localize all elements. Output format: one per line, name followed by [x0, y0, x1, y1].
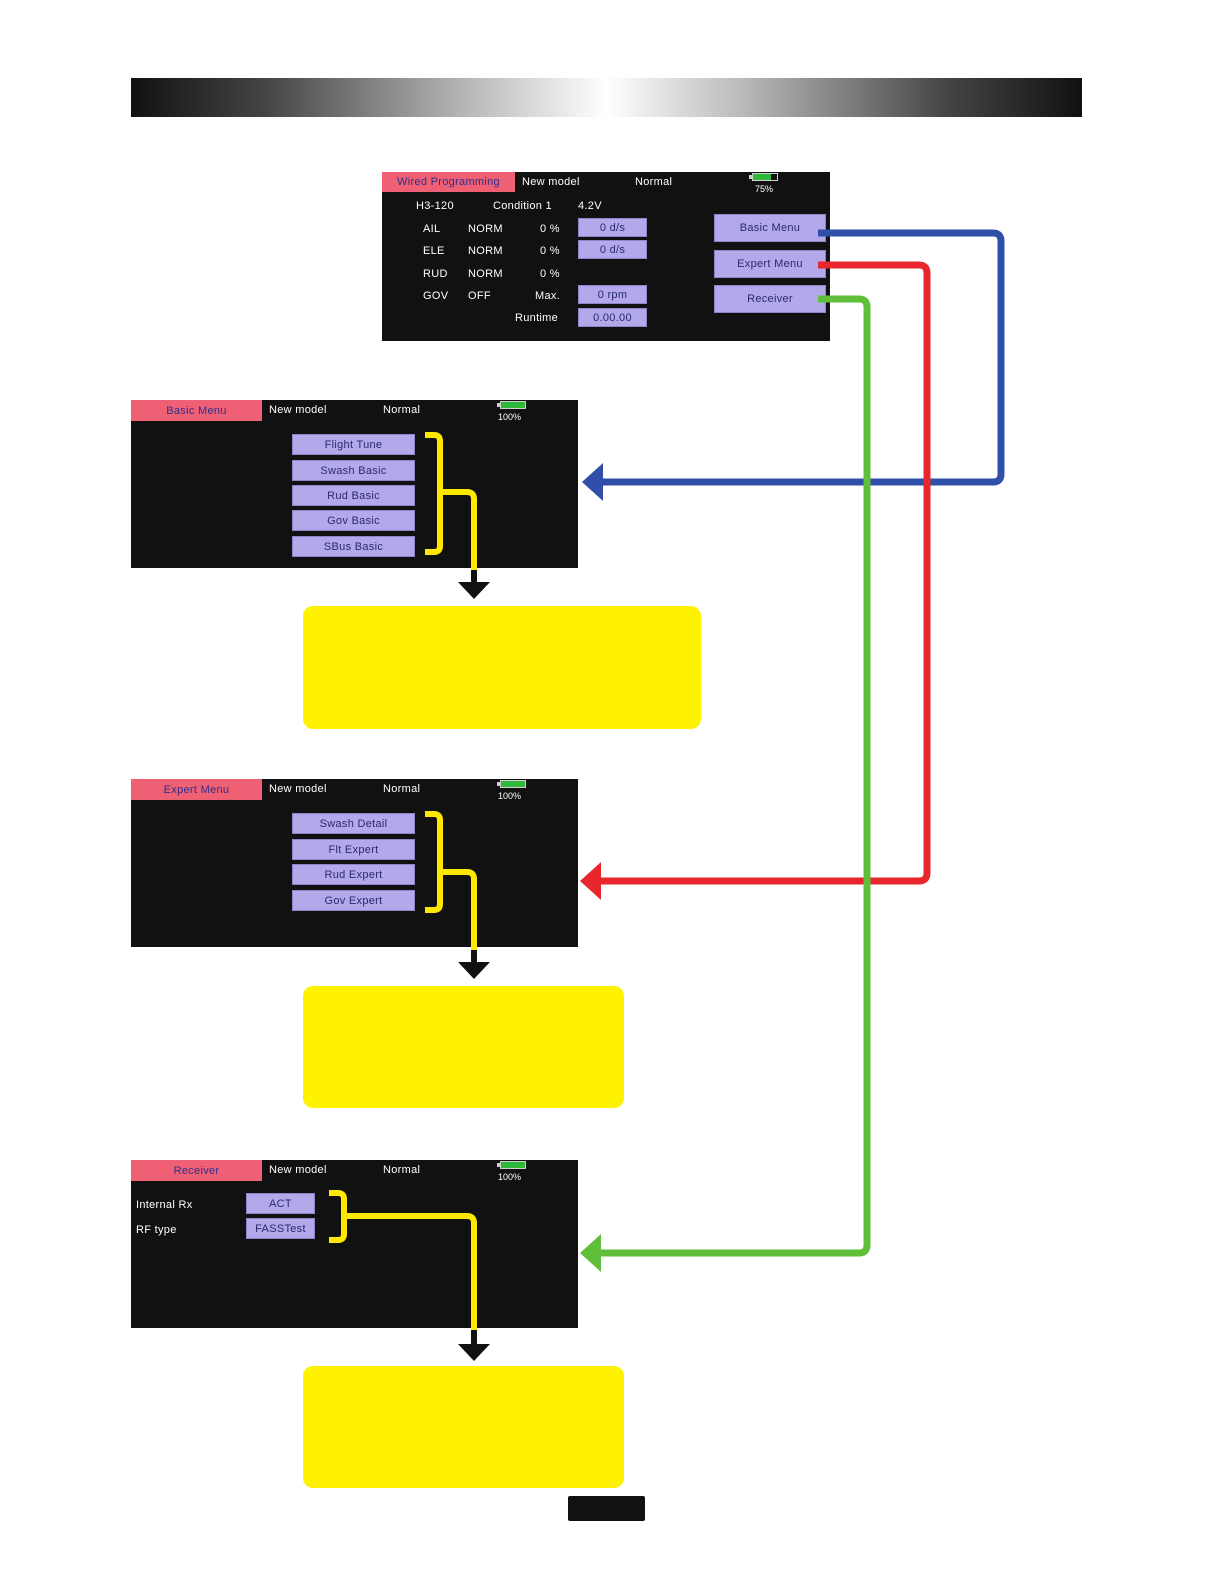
gov-label: GOV	[423, 290, 449, 302]
gov-max-label: Max.	[535, 290, 561, 302]
channel-status-rud: NORM	[468, 268, 503, 280]
channel-label-rud: RUD	[423, 268, 448, 280]
battery-icon	[749, 173, 778, 181]
page-title: Receiver	[131, 1160, 262, 1181]
basic-menu-bracket	[425, 432, 477, 578]
flight-mode: Normal	[383, 783, 421, 795]
battery-icon	[497, 401, 526, 409]
flight-mode: Normal	[383, 404, 421, 416]
flt-expert-button[interactable]: Flt Expert	[292, 839, 415, 860]
channel-status-ail: NORM	[468, 223, 503, 235]
battery-level: 100%	[498, 412, 522, 422]
model-name: New model	[269, 1164, 327, 1176]
gov-expert-button[interactable]: Gov Expert	[292, 890, 415, 911]
receiver-down-arrow	[458, 1330, 490, 1361]
basic-menu-arrowhead	[582, 463, 603, 501]
condition-label: Condition 1	[493, 200, 552, 212]
runtime-display[interactable]: 0.00.00	[578, 308, 647, 327]
basic-menu-down-arrow	[458, 570, 490, 599]
flight-mode: Normal	[383, 1164, 421, 1176]
swash-basic-button[interactable]: Swash Basic	[292, 460, 415, 481]
expert-menu-note-box	[303, 986, 624, 1108]
page-title: Wired Programming	[382, 172, 515, 192]
rud-basic-button[interactable]: Rud Basic	[292, 485, 415, 506]
expert-menu-bracket	[425, 811, 477, 958]
ele-rate-display[interactable]: 0 d/s	[578, 240, 647, 259]
rud-expert-button[interactable]: Rud Expert	[292, 864, 415, 885]
receiver-connector	[598, 295, 871, 1257]
flight-mode: Normal	[635, 176, 673, 188]
flight-tune-button[interactable]: Flight Tune	[292, 434, 415, 455]
receiver-screen: Receiver New model Normal 100% Internal …	[131, 1160, 578, 1328]
receiver-button[interactable]: Receiver	[714, 285, 826, 313]
basic-menu-screen: Basic Menu New model Normal 100% Flight …	[131, 400, 578, 568]
model-name: New model	[522, 176, 580, 188]
basic-menu-connector	[600, 229, 1005, 486]
battery-icon	[497, 780, 526, 788]
expert-menu-button[interactable]: Expert Menu	[714, 250, 826, 278]
channel-percent-ele: 0 %	[540, 245, 560, 257]
model-name: New model	[269, 783, 327, 795]
gov-rpm-display[interactable]: 0 rpm	[578, 285, 647, 304]
rf-type-select[interactable]: FASSTest	[246, 1218, 315, 1239]
runtime-label: Runtime	[515, 312, 559, 324]
main-screen: Wired Programming New model Normal 75% H…	[382, 172, 830, 341]
model-name: New model	[269, 404, 327, 416]
expert-menu-screen: Expert Menu New model Normal 100% Swash …	[131, 779, 578, 947]
model-type: H3-120	[416, 200, 454, 212]
expert-menu-down-arrow	[458, 950, 490, 979]
channel-status-ele: NORM	[468, 245, 503, 257]
receiver-note-box	[303, 1366, 624, 1488]
gov-basic-button[interactable]: Gov Basic	[292, 510, 415, 531]
channel-percent-ail: 0 %	[540, 223, 560, 235]
ail-rate-display[interactable]: 0 d/s	[578, 218, 647, 237]
page-title: Expert Menu	[131, 779, 262, 800]
battery-icon	[497, 1161, 526, 1169]
channel-label-ail: AIL	[423, 223, 441, 235]
internal-rx-toggle[interactable]: ACT	[246, 1193, 315, 1214]
channel-label-ele: ELE	[423, 245, 445, 257]
receiver-arrowhead	[580, 1234, 601, 1272]
expert-menu-connector	[598, 261, 931, 885]
rf-type-label: RF type	[136, 1224, 177, 1236]
voltage-readout: 4.2V	[578, 200, 602, 212]
channel-percent-rud: 0 %	[540, 268, 560, 280]
receiver-bracket	[329, 1190, 477, 1342]
page-number-tab	[568, 1496, 645, 1521]
gov-status: OFF	[468, 290, 491, 302]
internal-rx-label: Internal Rx	[136, 1199, 193, 1211]
swash-detail-button[interactable]: Swash Detail	[292, 813, 415, 834]
sbus-basic-button[interactable]: SBus Basic	[292, 536, 415, 557]
battery-level: 100%	[498, 791, 522, 801]
battery-level: 75%	[755, 184, 774, 194]
page-title: Basic Menu	[131, 400, 262, 421]
expert-menu-arrowhead	[580, 862, 601, 900]
basic-menu-button[interactable]: Basic Menu	[714, 214, 826, 242]
battery-level: 100%	[498, 1172, 522, 1182]
basic-menu-note-box	[303, 606, 701, 729]
header-gradient-bar	[131, 78, 1082, 117]
